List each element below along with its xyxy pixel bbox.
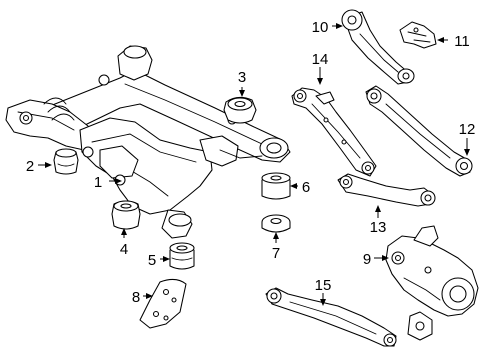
callout-10: 10	[312, 19, 329, 36]
rear-subframe	[5, 45, 291, 239]
callout-14: 14	[312, 51, 329, 68]
callout-15: 15	[315, 277, 332, 294]
callout-8: 8	[132, 289, 140, 306]
part-5-bushing	[169, 242, 195, 270]
part-14-link	[291, 87, 377, 177]
callout-7: 7	[272, 245, 280, 262]
part-11-bracket	[399, 21, 437, 49]
callout-5: 5	[148, 252, 156, 269]
callout-13: 13	[370, 219, 387, 236]
callout-1: 1	[94, 174, 102, 191]
part-10-upper-arm	[341, 9, 415, 85]
callout-12: 12	[459, 121, 476, 138]
callout-11: 11	[454, 33, 470, 50]
part-2-bushing	[53, 148, 79, 175]
part-6-bushing	[261, 172, 291, 200]
part-12-lateral-arm	[365, 85, 473, 177]
part-7-washer	[261, 214, 291, 233]
callout-9: 9	[363, 251, 371, 268]
callout-3: 3	[238, 69, 246, 86]
part-9-knuckle	[385, 225, 479, 341]
part-3-bushing	[223, 96, 257, 124]
callout-4: 4	[120, 241, 128, 258]
callout-labels: 1 2 3 4 5 6 7 8 9 10 11 12 13 14 15	[26, 19, 476, 306]
part-15-lower-arm	[265, 287, 397, 347]
part-4-bushing	[111, 200, 141, 230]
part-8-bracket	[139, 278, 187, 329]
callout-6: 6	[302, 179, 310, 196]
part-13-toe-link	[337, 173, 436, 207]
callout-2: 2	[26, 158, 34, 175]
leader-lines	[38, 23, 470, 306]
